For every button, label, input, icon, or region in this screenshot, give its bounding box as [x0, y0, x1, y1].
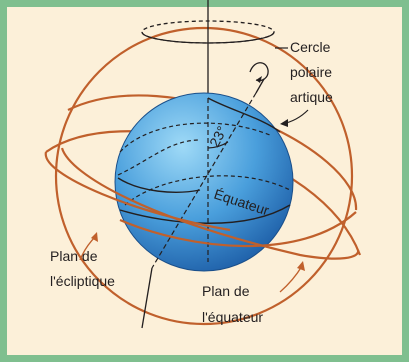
- equator-plane-label-line2: l'équateur: [202, 309, 263, 325]
- polar-circle-label-line2: polaire: [290, 64, 332, 80]
- equator-plane-label-line1: Plan de: [202, 283, 250, 299]
- tilted-axis-bottom: [142, 268, 152, 328]
- ecliptic-label-line1: Plan de: [50, 248, 98, 264]
- polar-label-arrow-head: [280, 119, 288, 127]
- ecliptic-label-line2: l'écliptique: [50, 273, 115, 289]
- polar-circle-label-line3: artique: [290, 89, 333, 105]
- rotation-arrow-head: [256, 76, 262, 83]
- equator-plane-label-arrow: [280, 266, 302, 292]
- rotation-arrow: [250, 63, 268, 81]
- polar-circle-label-line1: Cercle: [290, 39, 331, 55]
- equator-plane-label-arrow-head: [297, 261, 305, 271]
